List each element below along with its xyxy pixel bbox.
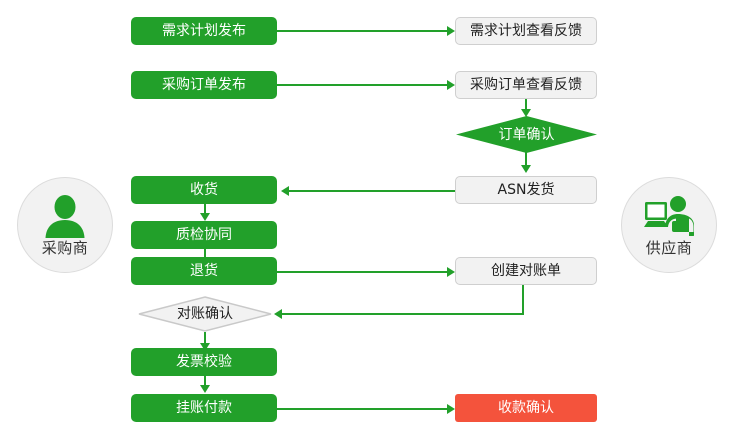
node-purchase-order-publish[interactable]: 采购订单发布 bbox=[131, 71, 277, 99]
node-label: 需求计划发布 bbox=[162, 23, 246, 39]
node-statement-confirm[interactable]: 对账确认 bbox=[138, 296, 272, 332]
node-quality-collab[interactable]: 质检协同 bbox=[131, 221, 277, 249]
person-icon bbox=[45, 195, 85, 238]
edge-po-to-confirm bbox=[525, 98, 527, 111]
node-label: 对账确认 bbox=[177, 306, 233, 322]
edge-qc-to-return bbox=[204, 249, 206, 260]
edge-purchase-order bbox=[277, 84, 447, 86]
edge-demand-plan-arrowhead bbox=[447, 26, 455, 36]
node-label: 发票校验 bbox=[176, 354, 232, 370]
actor-supplier-label: 供应商 bbox=[645, 239, 693, 257]
node-asn-shipment[interactable]: ASN发货 bbox=[455, 176, 597, 204]
node-demand-plan-publish[interactable]: 需求计划发布 bbox=[131, 17, 277, 45]
edge-statement-to-confirm-arrowhead bbox=[274, 309, 282, 319]
node-label: 收款确认 bbox=[498, 400, 554, 416]
diamond-shape bbox=[138, 296, 272, 332]
edge-confirm-to-invoice-arrowhead bbox=[200, 343, 210, 351]
node-purchase-order-feedback[interactable]: 采购订单查看反馈 bbox=[455, 71, 597, 99]
edge-confirm-to-asn-arrowhead bbox=[521, 165, 531, 173]
edge-confirm-to-asn bbox=[525, 152, 527, 167]
edge-return-to-statement-arrowhead bbox=[447, 267, 455, 277]
actor-buyer[interactable]: 采购商 bbox=[17, 177, 113, 273]
node-label: 需求计划查看反馈 bbox=[470, 23, 582, 39]
node-create-statement[interactable]: 创建对账单 bbox=[455, 257, 597, 285]
node-label: 采购订单查看反馈 bbox=[470, 77, 582, 93]
actor-buyer-label: 采购商 bbox=[41, 239, 89, 257]
node-label: 退货 bbox=[190, 263, 218, 279]
node-label: 挂账付款 bbox=[176, 400, 232, 416]
node-demand-plan-feedback[interactable]: 需求计划查看反馈 bbox=[455, 17, 597, 45]
node-order-confirm[interactable]: 订单确认 bbox=[456, 116, 597, 153]
edge-receive-to-qc-arrowhead bbox=[200, 213, 210, 221]
edge-asn-to-receive-arrowhead bbox=[281, 186, 289, 196]
edge-po-to-confirm-arrowhead bbox=[521, 109, 531, 117]
edge-statement-drop bbox=[522, 285, 524, 314]
actor-supplier[interactable]: 供应商 bbox=[621, 177, 717, 273]
edge-purchase-order-arrowhead bbox=[447, 80, 455, 90]
node-invoice-check[interactable]: 发票校验 bbox=[131, 348, 277, 376]
node-receive-goods[interactable]: 收货 bbox=[131, 176, 277, 204]
node-label: 收货 bbox=[190, 182, 218, 198]
node-label: 质检协同 bbox=[176, 227, 232, 243]
person-at-computer-icon bbox=[644, 196, 694, 236]
node-return-goods[interactable]: 退货 bbox=[131, 257, 277, 285]
edge-statement-to-confirm bbox=[282, 313, 524, 315]
node-receipt-confirm[interactable]: 收款确认 bbox=[455, 394, 597, 422]
edge-invoice-to-payment-arrowhead bbox=[200, 385, 210, 393]
edge-receive-to-qc bbox=[204, 204, 206, 215]
edge-payment-to-receipt bbox=[277, 408, 447, 410]
diamond-shape bbox=[456, 116, 597, 153]
edge-return-to-statement bbox=[277, 271, 447, 273]
edge-demand-plan bbox=[277, 30, 447, 32]
node-payable-payment[interactable]: 挂账付款 bbox=[131, 394, 277, 422]
edge-confirm-to-invoice bbox=[204, 332, 206, 345]
node-label: 创建对账单 bbox=[491, 263, 561, 279]
node-label: 采购订单发布 bbox=[162, 77, 246, 93]
edge-payment-to-receipt-arrowhead bbox=[447, 404, 455, 414]
node-label: 订单确认 bbox=[498, 126, 555, 143]
edge-invoice-to-payment bbox=[204, 376, 206, 387]
edge-asn-to-receive bbox=[289, 190, 455, 192]
node-label: ASN发货 bbox=[497, 182, 555, 198]
